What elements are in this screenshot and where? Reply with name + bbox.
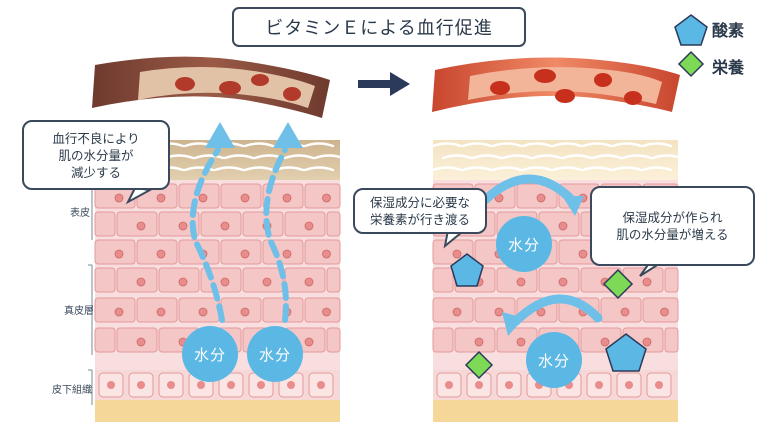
water-bubble: 水分 <box>247 326 303 382</box>
callout-nutrients-delivered: 保湿成分に必要な 栄養素が行き渡る <box>353 188 487 234</box>
skin-cell <box>158 211 200 237</box>
nutrition-molecules <box>464 268 634 380</box>
skin-cell <box>326 211 341 237</box>
callout-line: 保湿成分が作られ <box>622 210 723 225</box>
skin-cell <box>432 297 474 323</box>
callout-line: 肌の水分量が増える <box>616 227 729 242</box>
skin-cell <box>200 211 242 237</box>
callout-poor-circulation: 血行不良により 肌の水分量が 減少する <box>22 120 170 190</box>
skin-cell <box>242 267 284 293</box>
water-bubble: 水分 <box>182 326 238 382</box>
callout-line: 保湿成分に必要な <box>369 195 470 210</box>
skin-cell <box>220 183 262 209</box>
water-circulation-arrows <box>480 174 603 327</box>
skin-cell <box>664 327 679 353</box>
skin-cell <box>220 297 262 323</box>
skin-cell <box>538 267 580 293</box>
layer-bracket <box>88 181 93 405</box>
callout-line: 血行不良により <box>52 130 140 146</box>
skin-cell <box>454 327 496 353</box>
skin-cell <box>158 267 200 293</box>
callout-line: 栄養素が行き渡る <box>369 212 470 227</box>
skin-cell <box>116 267 158 293</box>
skin-cell <box>304 297 341 323</box>
blood-vessel-healthy <box>432 57 680 112</box>
callout-line: 肌の水分量が <box>58 147 134 163</box>
blood-vessel-poor <box>92 56 330 118</box>
skin-cell <box>284 211 326 237</box>
skin-cell <box>262 183 304 209</box>
skin-cell <box>496 267 538 293</box>
callout-moisture-increases: 保湿成分が作られ 肌の水分量が増える <box>590 186 755 266</box>
skin-cell <box>94 211 116 237</box>
skin-cell <box>326 327 341 353</box>
layer-label-epidermis: 表皮 <box>70 208 90 219</box>
skin-cell <box>116 211 158 237</box>
skin-cell <box>642 297 679 323</box>
oxygen-legend-icon <box>674 14 708 46</box>
legend-nutrition: 栄養 <box>712 54 744 78</box>
diagram-title: ビタミンＥによる血行促進 <box>232 7 526 47</box>
legend-nutrition-label: 栄養 <box>712 58 745 77</box>
water-escape-arrows <box>189 147 289 323</box>
skin-cell <box>136 239 178 265</box>
skin-cell <box>94 267 116 293</box>
skin-cell <box>304 239 341 265</box>
skin-cell <box>304 183 341 209</box>
water-bubble: 水分 <box>496 216 552 272</box>
nutrition-legend-icon <box>677 50 705 78</box>
skin-cell <box>116 327 158 353</box>
skin-cell <box>94 327 116 353</box>
skin-cell <box>664 267 679 293</box>
legend-oxygen-label: 酸素 <box>712 21 745 40</box>
water-bubble: 水分 <box>526 332 582 388</box>
oxygen-molecules <box>450 253 647 372</box>
skin-cell <box>136 297 178 323</box>
skin-cell <box>94 297 136 323</box>
skin-cell <box>220 239 262 265</box>
skin-cell <box>178 297 220 323</box>
skin-cell <box>94 239 136 265</box>
callout-line: 減少する <box>70 164 121 180</box>
skin-cell <box>432 327 454 353</box>
skin-cell <box>242 211 284 237</box>
layer-label-dermis: 真皮層 <box>64 306 94 317</box>
skin-cell <box>432 267 454 293</box>
skin-cell <box>326 267 341 293</box>
skin-cell <box>284 267 326 293</box>
skin-cell <box>600 297 642 323</box>
transition-arrow <box>358 72 410 96</box>
legend-oxygen: 酸素 <box>712 17 744 41</box>
layer-label-subcutaneous: 皮下組織 <box>52 385 92 396</box>
